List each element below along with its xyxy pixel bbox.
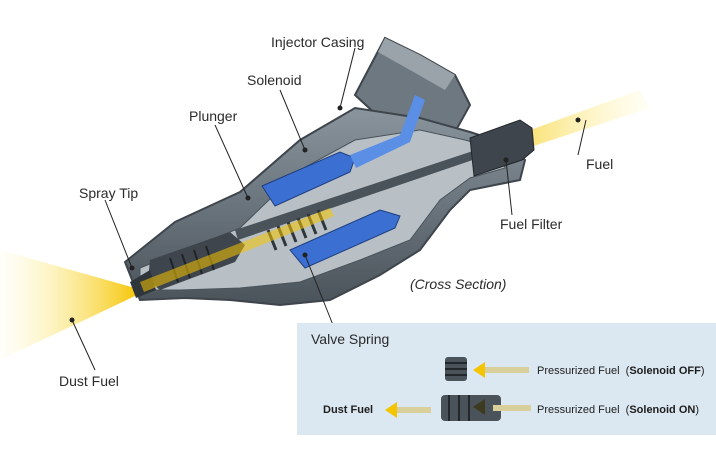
spray-arrow-left-icon	[385, 402, 431, 418]
callout-lines	[71, 47, 587, 371]
connector-face	[378, 38, 455, 90]
label-cross-section: (Cross Section)	[410, 276, 507, 292]
spring-coil-off-icon	[445, 357, 467, 381]
legend-off-state: Solenoid OFF	[629, 365, 701, 377]
solenoid-lead	[350, 95, 425, 168]
solenoid-coil-upper	[261, 151, 356, 207]
center-rod	[235, 142, 502, 240]
label-solenoid: Solenoid	[247, 72, 302, 88]
label-spray-tip: Spray Tip	[79, 185, 139, 201]
spring-coil-on-icon	[441, 395, 501, 421]
label-plunger: Plunger	[189, 108, 238, 124]
callout-dots	[69, 105, 581, 323]
label-fuel-filter: Fuel Filter	[500, 216, 563, 232]
legend-on-state: Solenoid ON	[629, 404, 696, 416]
fuel-arrow-left-icon	[473, 362, 529, 378]
fuel-arrow-left-on-icon	[493, 405, 531, 411]
legend-title: Valve Spring	[311, 331, 390, 347]
fuel-filter	[469, 119, 535, 177]
legend-dust-fuel: Dust Fuel	[323, 404, 374, 416]
legend-panel: Valve Spring Pressurized Fuel (Solenoid …	[297, 323, 716, 435]
legend-row-off: Pressurized Fuel (Solenoid OFF)	[537, 365, 705, 377]
dust-fuel-spray	[0, 250, 135, 360]
legend-row-on: Pressurized Fuel (Solenoid ON)	[537, 404, 699, 416]
internal-fuel-flow	[140, 208, 334, 292]
label-injector-casing: Injector Casing	[271, 34, 365, 50]
solenoid-coil-lower	[289, 209, 401, 269]
label-fuel: Fuel	[586, 156, 614, 172]
legend-on-label: Pressurized Fuel	[537, 404, 620, 416]
label-dust-fuel: Dust Fuel	[59, 373, 119, 389]
legend-off-label: Pressurized Fuel	[537, 365, 620, 377]
